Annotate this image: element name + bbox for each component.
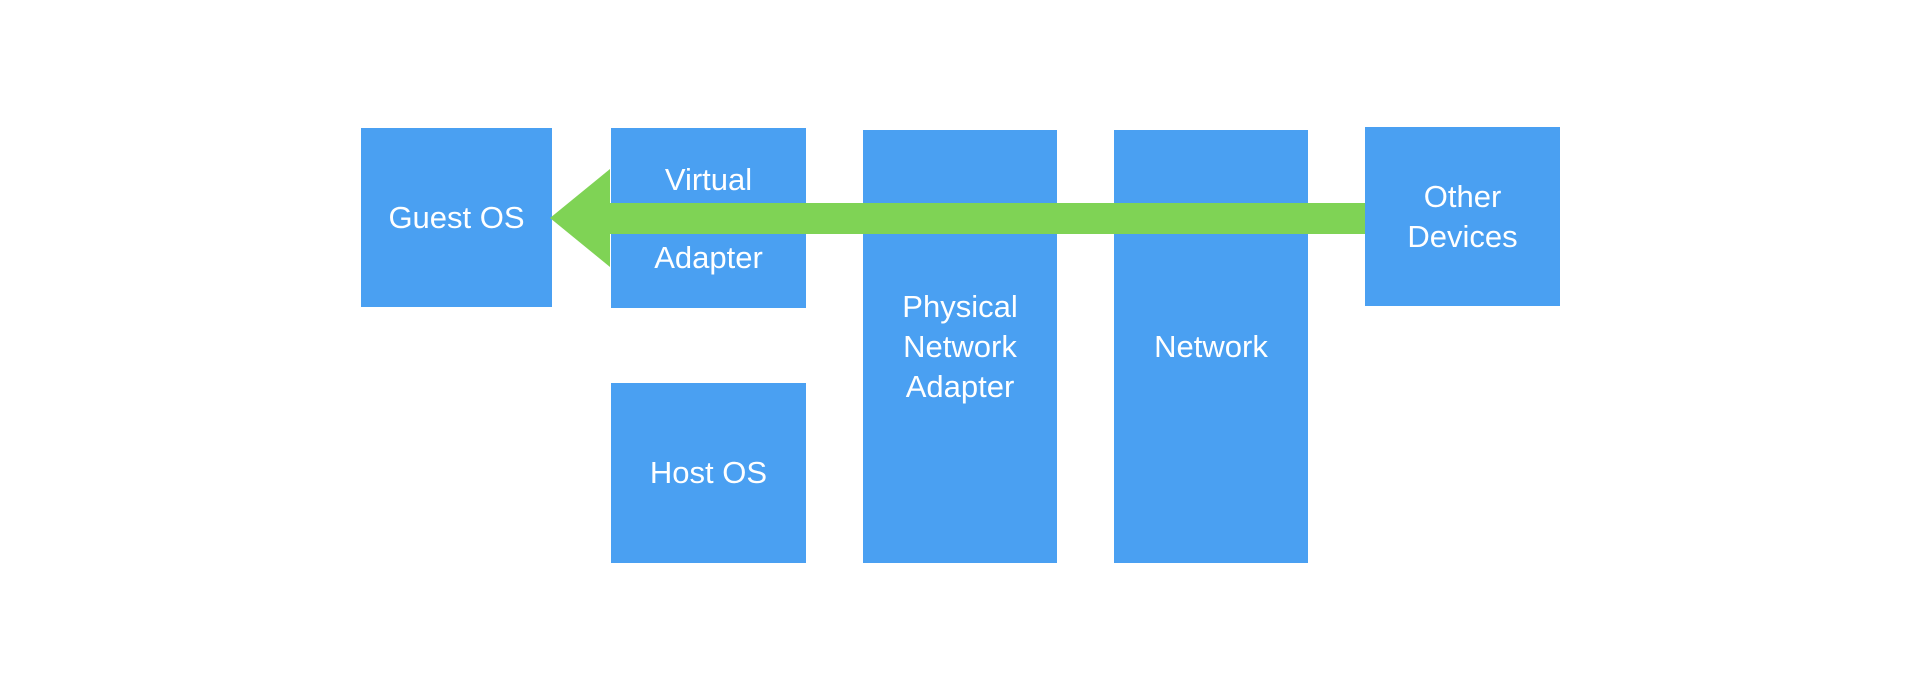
flow-arrow-shaft <box>610 203 1365 234</box>
node-other-devices-label-line1: Other <box>1423 178 1502 214</box>
node-other-devices: Other Devices <box>1365 127 1560 306</box>
node-virtual-adapter-label-line1: Virtual <box>664 162 753 197</box>
node-virtual-adapter-label-line2: Adapter <box>654 240 763 275</box>
node-host-os: Host OS <box>611 383 806 563</box>
node-physical-network-adapter-label-line1: Physical <box>902 288 1018 324</box>
node-guest-os-label: Guest OS <box>388 199 525 235</box>
node-physical-network-adapter: Physical Network Adapter <box>863 130 1057 563</box>
flow-arrow-head-icon <box>550 169 610 267</box>
node-network-label: Network <box>1154 328 1268 364</box>
node-network: Network <box>1114 130 1308 563</box>
node-physical-network-adapter-label-line2: Network <box>903 328 1017 364</box>
node-guest-os: Guest OS <box>361 128 552 307</box>
node-host-os-label: Host OS <box>649 455 768 490</box>
node-other-devices-label-line2: Devices <box>1407 218 1518 254</box>
node-physical-network-adapter-label-line3: Adapter <box>905 368 1015 404</box>
